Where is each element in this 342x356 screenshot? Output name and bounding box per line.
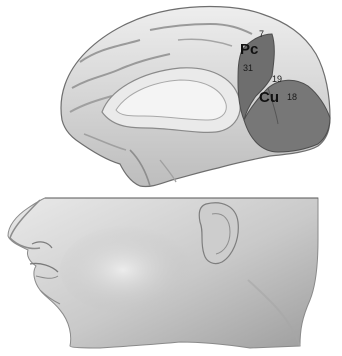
area-7-label: 7 bbox=[259, 30, 264, 39]
precuneus-label: Pc bbox=[240, 42, 258, 57]
head-surface bbox=[8, 198, 318, 348]
area-31-label: 31 bbox=[243, 64, 253, 73]
area-18-label: 18 bbox=[287, 93, 297, 102]
area-19-label: 19 bbox=[272, 75, 282, 84]
cuneus-label: Cu bbox=[259, 90, 279, 105]
